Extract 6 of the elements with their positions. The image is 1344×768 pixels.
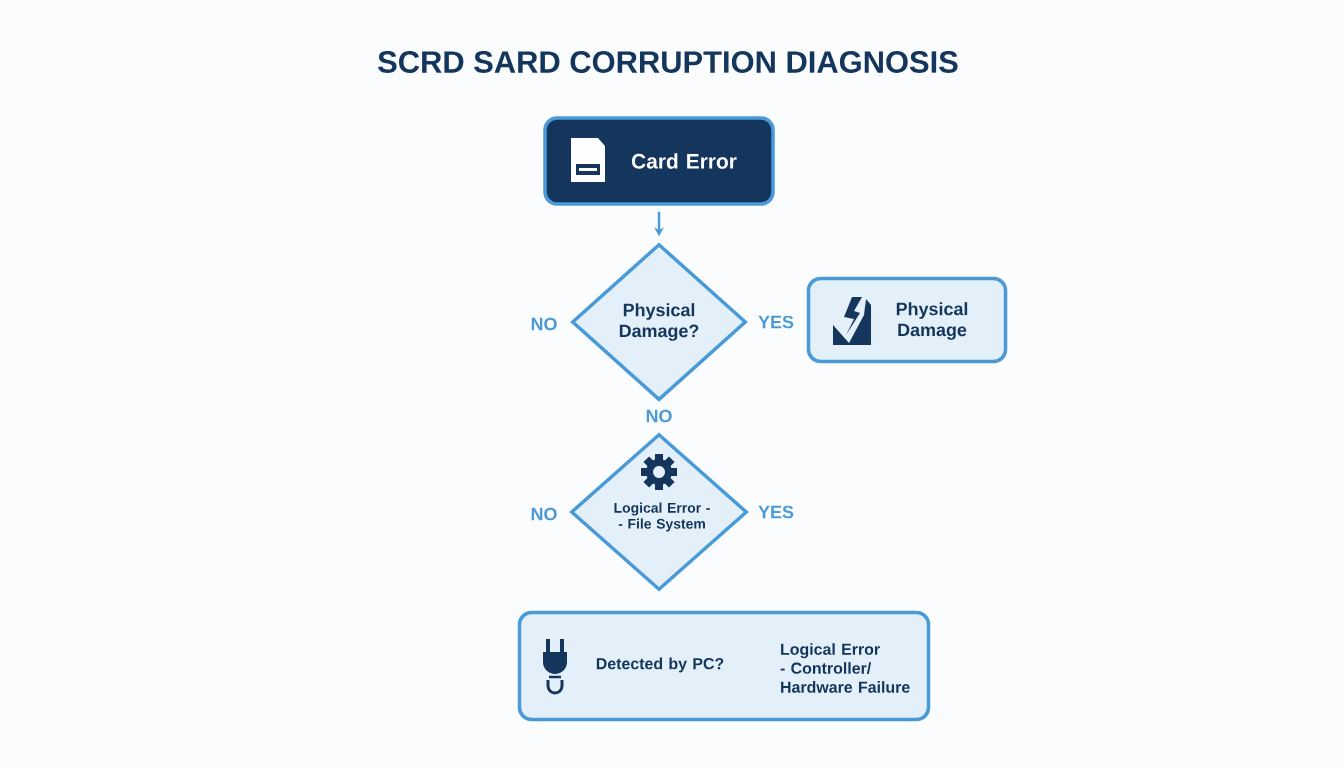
branch-label: YES [758, 315, 794, 329]
process-box: Card Error [543, 116, 775, 206]
process-box: Physical Damage [806, 276, 1008, 364]
process-box: Detected by PC? Logical Error - Controller/ Hardware Failure [517, 610, 931, 722]
branch-label: NO [646, 409, 672, 423]
title: SCRD SARD CORRUPTION DIAGNOSIS [378, 51, 958, 73]
